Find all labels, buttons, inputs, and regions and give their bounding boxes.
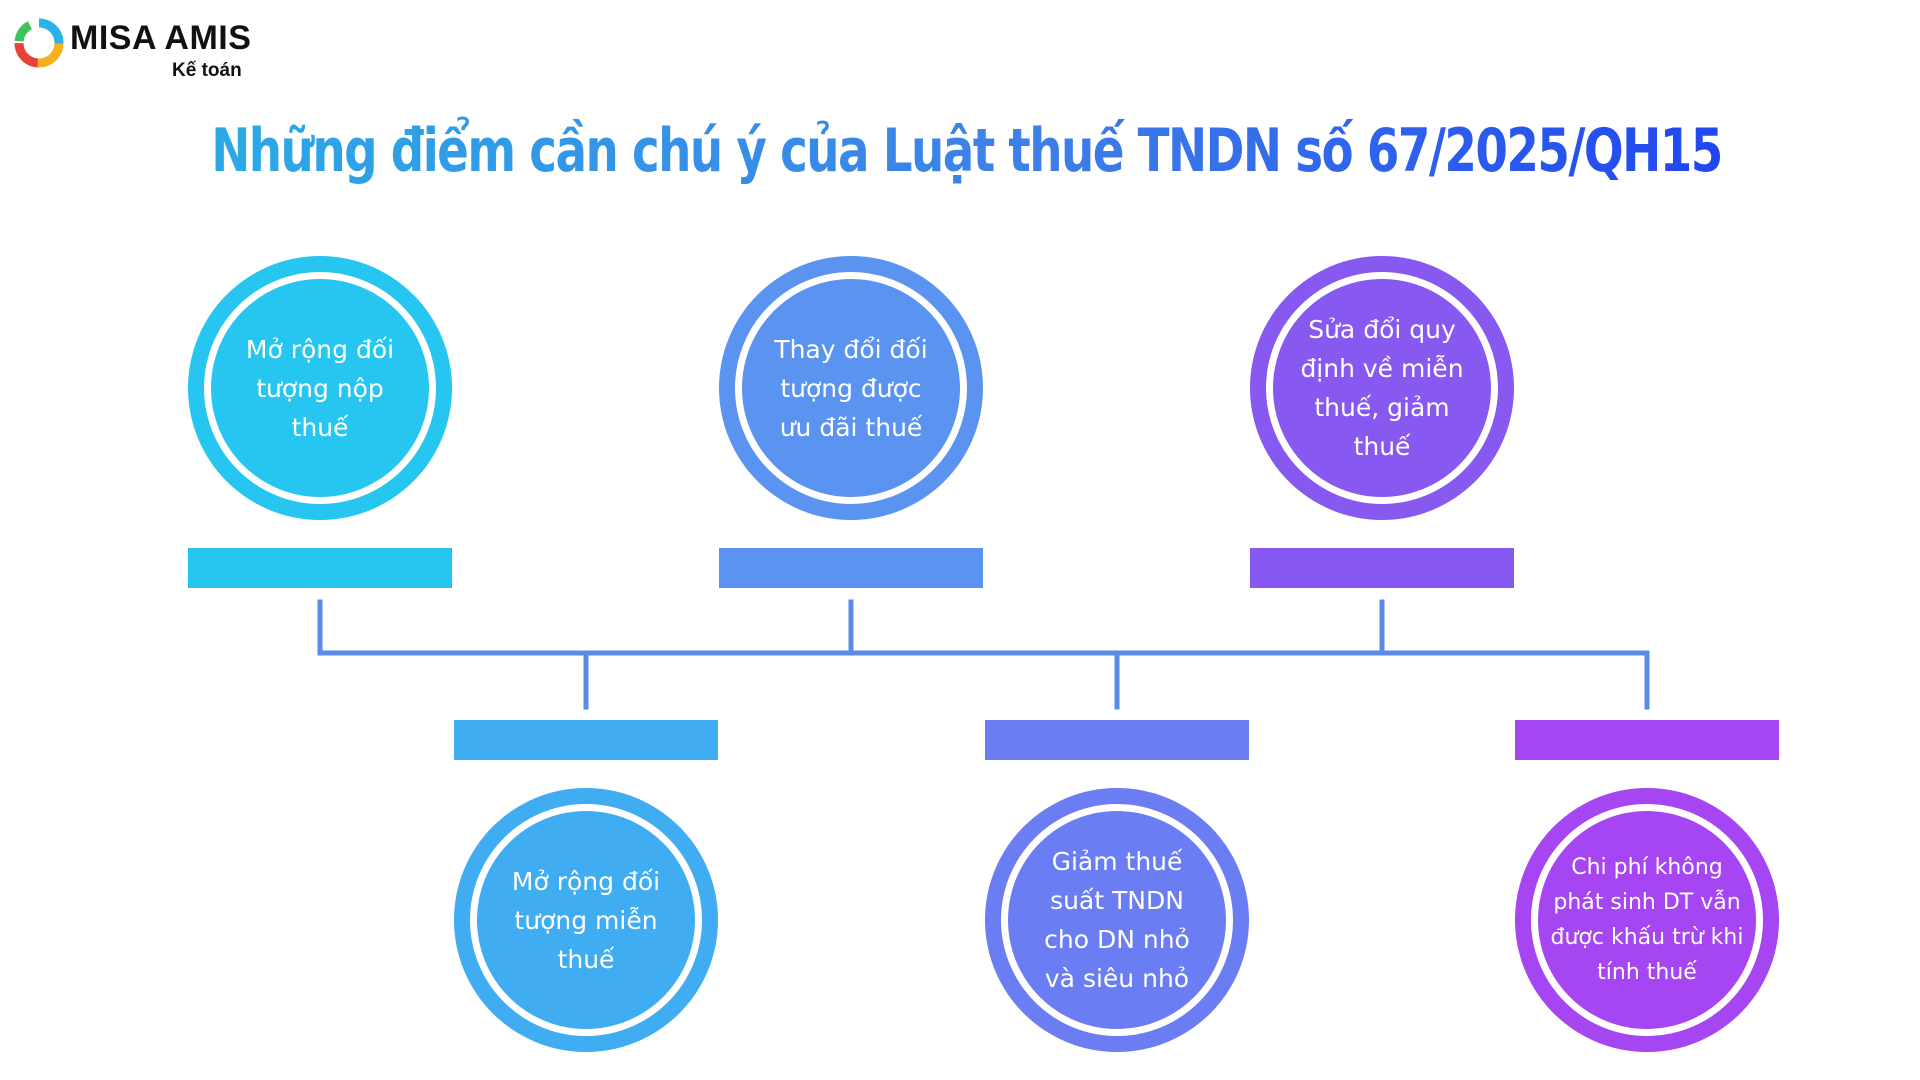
node-inner-ring: Mở rộng đối tượng miễn thuế: [470, 804, 702, 1036]
node-label: Mở rộng đối tượng nộp thuế: [245, 334, 395, 442]
node-inner-ring: Giảm thuế suất TNDN cho DN nhỏ và siêu n…: [1001, 804, 1233, 1036]
misa-amis-logo: MISA AMIS Kế toán: [12, 14, 252, 84]
node-bar-1: [188, 548, 452, 588]
node-expand-taxpayers: Mở rộng đối tượng nộp thuế: [188, 256, 452, 520]
node-label: Chi phí không phát sinh DT vẫn được khấu…: [1550, 855, 1744, 985]
node-change-incentive-subjects: Thay đổi đối tượng được ưu đãi thuế: [719, 256, 983, 520]
logo-brand-text: MISA AMIS: [70, 19, 252, 57]
page-title: Những điểm cần chú ý của Luật thuế TNDN …: [211, 103, 1723, 199]
node-inner-ring: Sửa đổi quy định về miễn thuế, giảm thuế: [1266, 272, 1498, 504]
node-label: Sửa đổi quy định về miễn thuế, giảm thuế: [1300, 315, 1464, 461]
node-bar-3: [1250, 548, 1514, 588]
node-amend-exemption-rules: Sửa đổi quy định về miễn thuế, giảm thuế: [1250, 256, 1514, 520]
node-inner-ring: Chi phí không phát sinh DT vẫn được khấu…: [1531, 804, 1763, 1036]
node-reduce-tax-rate-sme: Giảm thuế suất TNDN cho DN nhỏ và siêu n…: [985, 788, 1249, 1052]
logo-product-text: Kế toán: [172, 60, 242, 81]
node-bar-6: [1515, 720, 1779, 760]
node-label: Mở rộng đối tượng miễn thuế: [511, 866, 661, 974]
page-title-text: Những điểm cần chú ý của Luật thuế TNDN …: [211, 116, 1723, 186]
node-bar-5: [985, 720, 1249, 760]
node-deductible-costs: Chi phí không phát sinh DT vẫn được khấu…: [1515, 788, 1779, 1052]
node-label: Thay đổi đối tượng được ưu đãi thuế: [774, 334, 928, 442]
node-inner-ring: Thay đổi đối tượng được ưu đãi thuế: [735, 272, 967, 504]
node-label: Giảm thuế suất TNDN cho DN nhỏ và siêu n…: [1044, 847, 1190, 993]
node-inner-ring: Mở rộng đối tượng nộp thuế: [204, 272, 436, 504]
node-expand-exempt-subjects: Mở rộng đối tượng miễn thuế: [454, 788, 718, 1052]
node-bar-4: [454, 720, 718, 760]
misa-logo-icon: [14, 18, 64, 68]
node-bar-2: [719, 548, 983, 588]
